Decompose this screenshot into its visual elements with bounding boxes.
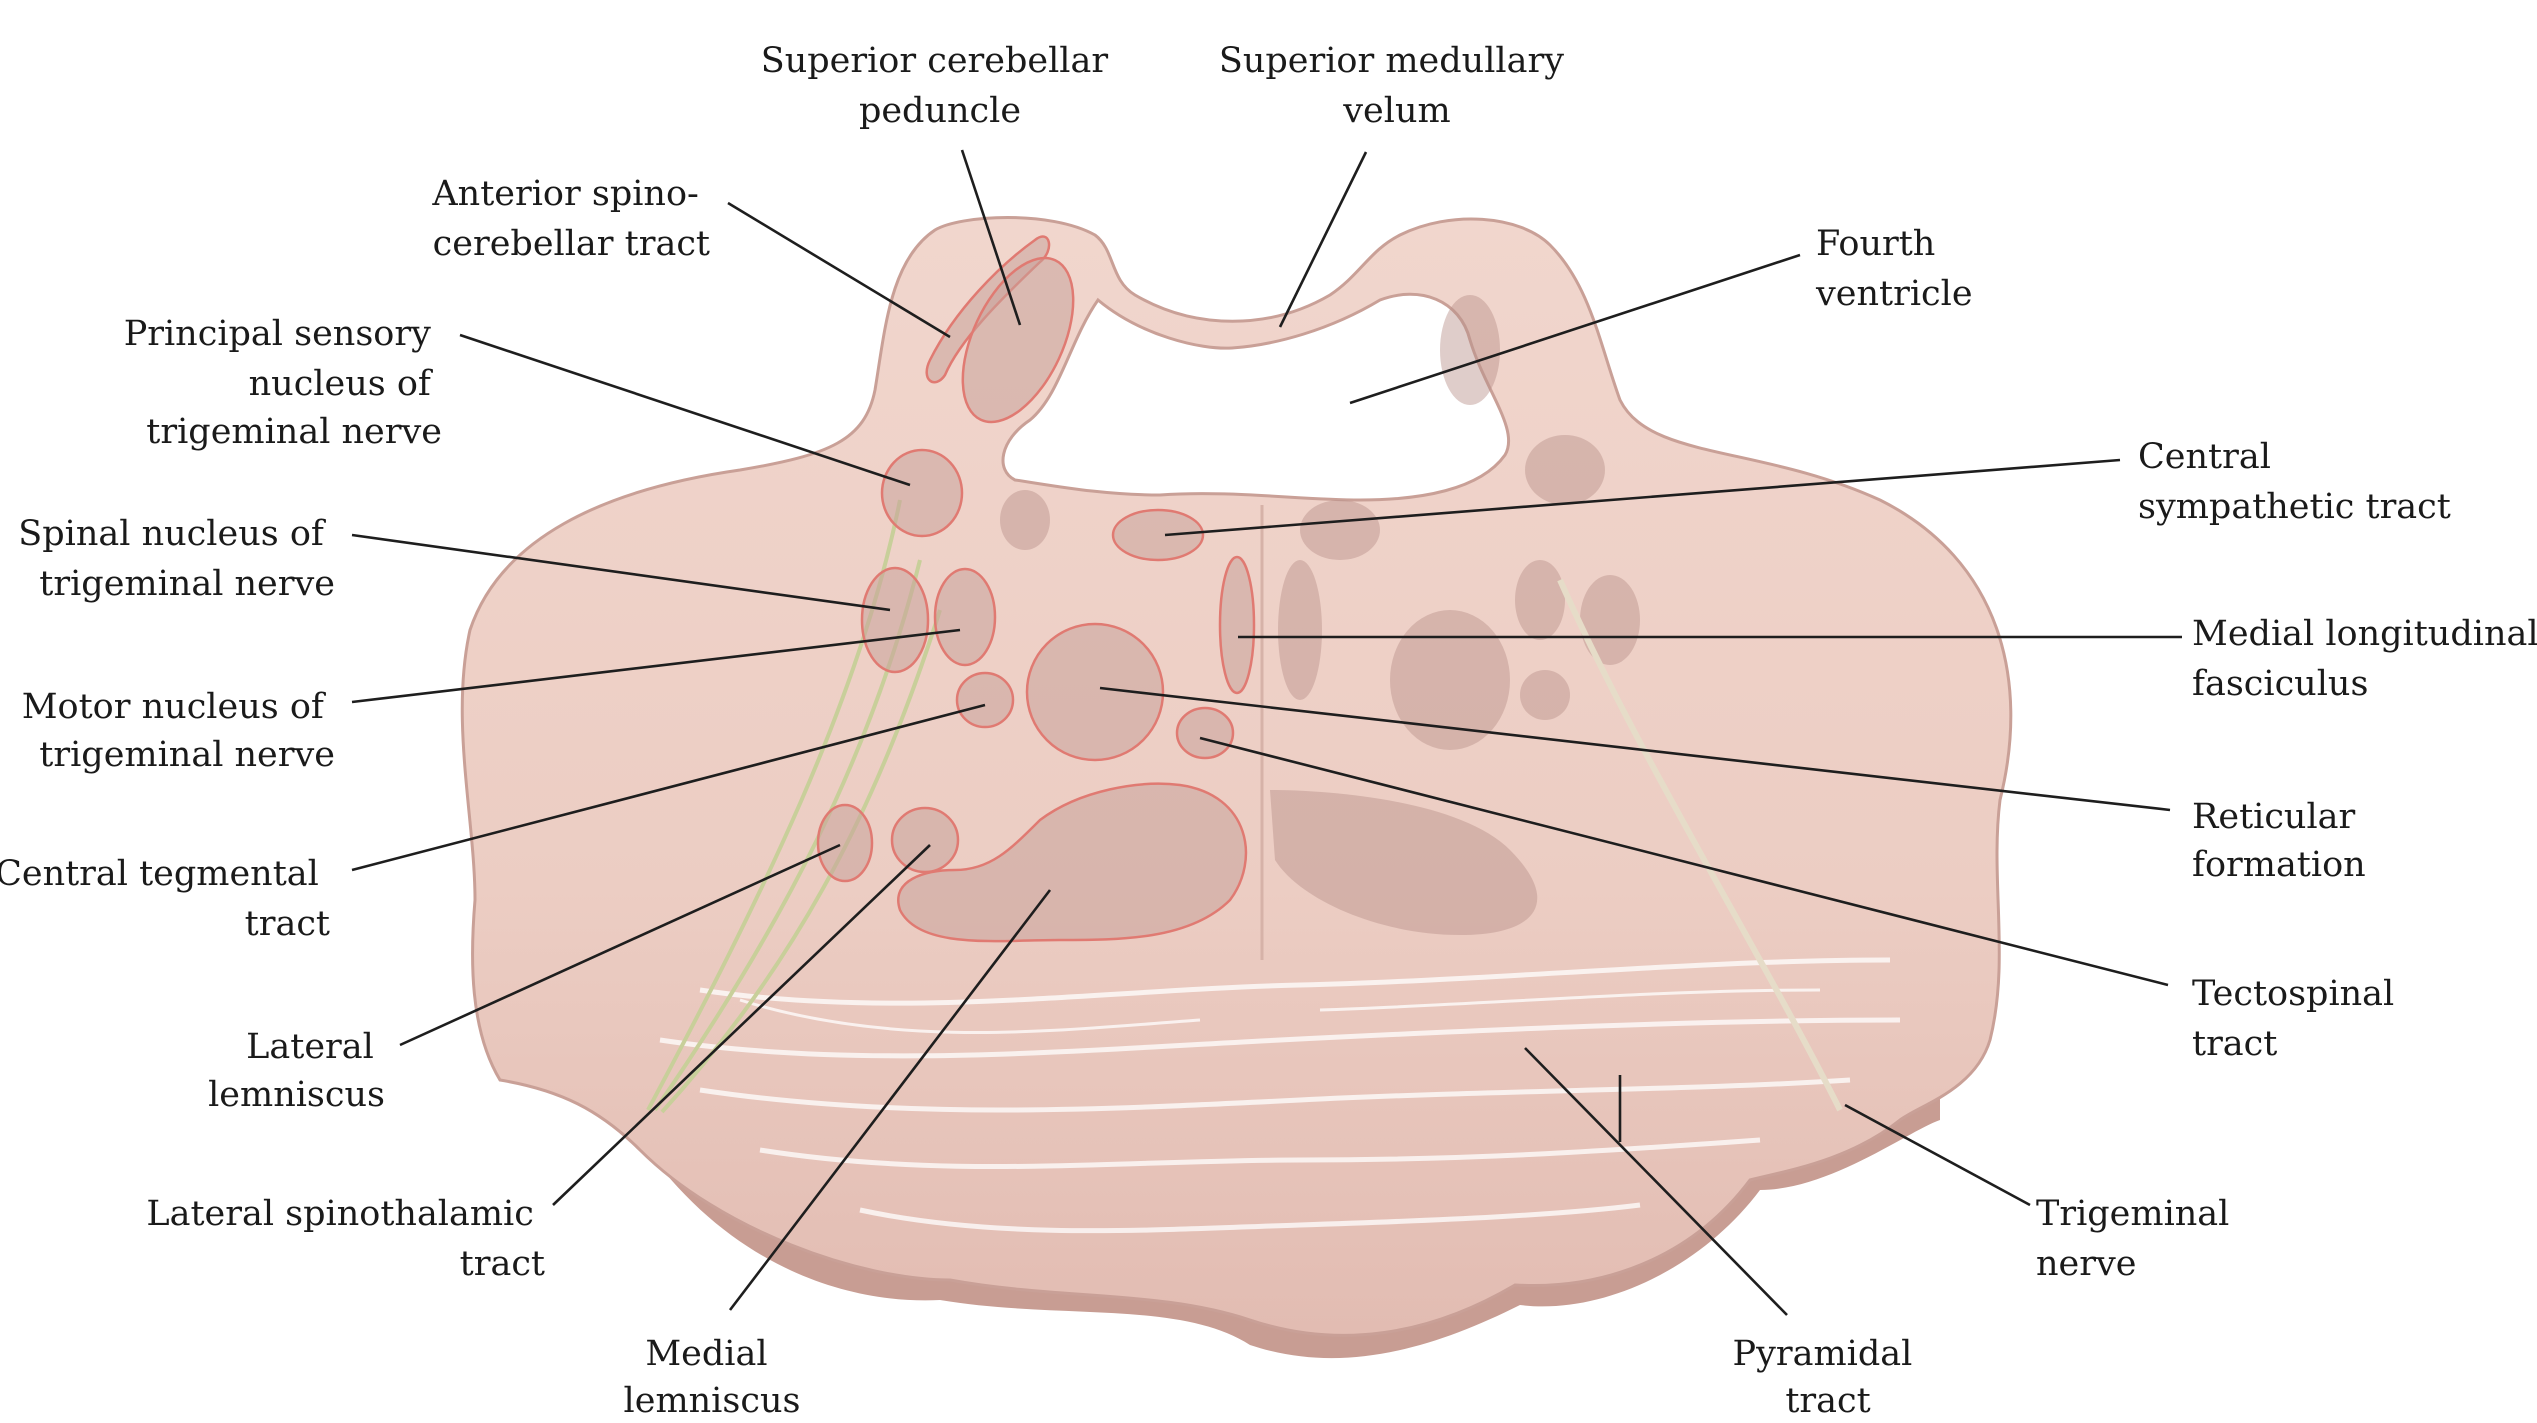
lateral-lemniscus-region — [818, 805, 872, 881]
label-motor-nucleus-trigeminal: Motor nucleus of trigeminal nerve — [22, 687, 335, 775]
motor-nucleus-region — [935, 569, 995, 665]
spinal-nucleus-region — [862, 568, 928, 672]
label-spinal-nucleus-trigeminal: Spinal nucleus of trigeminal nerve — [18, 514, 335, 604]
lateral-spinothalamic-tract-region — [892, 808, 958, 872]
central-tegmental-tract-region — [957, 673, 1013, 727]
tectospinal-tract-region — [1177, 708, 1233, 758]
principal-sensory-nucleus-region — [882, 450, 962, 536]
label-central-tegmental-tract: Central tegmental tract — [0, 854, 330, 944]
label-tectospinal-tract: Tectospinal tract — [2192, 974, 2405, 1064]
label-superior-cerebellar-peduncle: Superior cerebellar peduncle — [761, 41, 1120, 131]
label-reticular-formation: Reticular formation — [2192, 797, 2366, 885]
pons-section — [462, 218, 2011, 1359]
label-central-sympathetic-tract: Central sympathetic tract — [2138, 437, 2451, 527]
label-medial-longitudinal-fasciculus: Medial longitudinal fasciculus — [2192, 614, 2537, 704]
label-superior-medullary-velum: Superior medullary velum — [1219, 41, 1575, 131]
label-anterior-spinocerebellar-tract: Anterior spino- cerebellar tract — [431, 174, 710, 264]
label-pyramidal-tract: Pyramidal tract — [1733, 1334, 1924, 1418]
label-principal-sensory-nucleus: Principal sensory nucleus of trigeminal … — [124, 314, 442, 452]
leader-principal-sensory-nucleus — [460, 335, 910, 485]
label-fourth-ventricle: Fourth ventricle — [1815, 224, 1973, 314]
central-sympathetic-tract-region — [1113, 510, 1203, 560]
medial-longitudinal-fasciculus-region — [1220, 557, 1254, 693]
label-trigeminal-nerve: Trigeminal nerve — [2036, 1194, 2241, 1284]
label-lateral-spinothalamic-tract: Lateral spinothalamic tract — [146, 1194, 545, 1284]
label-lateral-lemniscus: Lateral lemniscus — [208, 1027, 385, 1115]
label-medial-lemniscus: Medial lemniscus — [624, 1334, 801, 1418]
